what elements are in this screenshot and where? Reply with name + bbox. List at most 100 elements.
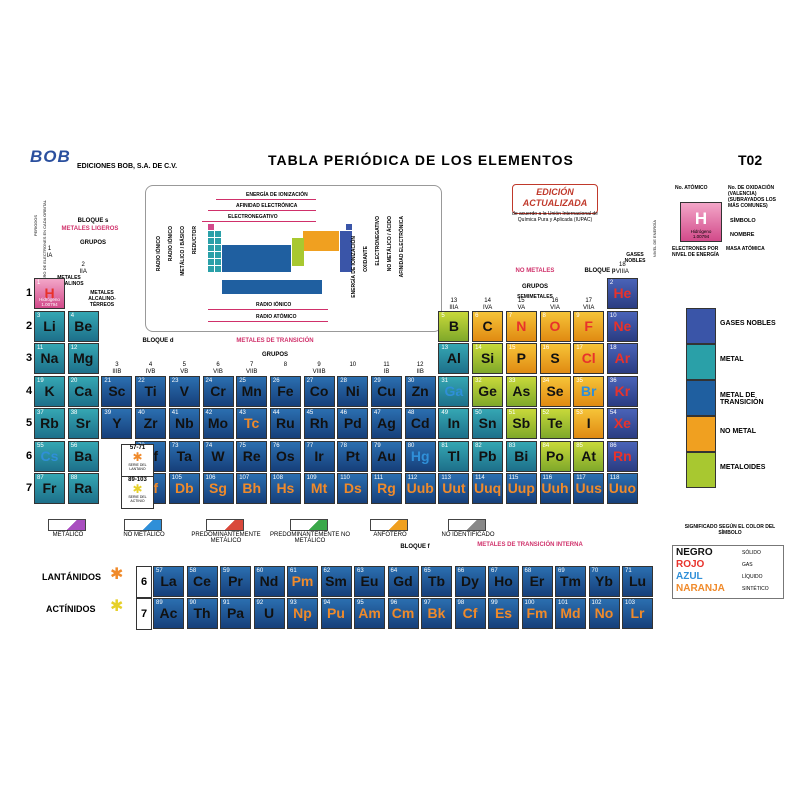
- element-cell[interactable]: 106Sg: [202, 473, 234, 504]
- element-cell[interactable]: 12Mg: [67, 343, 99, 374]
- element-cell[interactable]: 78Pt: [337, 440, 369, 472]
- element-cell[interactable]: 38Sr: [67, 408, 99, 439]
- element-cell[interactable]: 92U: [253, 598, 285, 629]
- element-cell[interactable]: 49In: [438, 408, 470, 439]
- element-cell[interactable]: 41Nb: [168, 408, 200, 439]
- element-cell[interactable]: 48Cd: [404, 408, 436, 439]
- element-cell[interactable]: 109Mt: [303, 473, 335, 504]
- element-cell[interactable]: 54Xe: [606, 408, 638, 439]
- element-cell[interactable]: 62Sm: [320, 566, 352, 597]
- element-cell[interactable]: 44Ru: [269, 408, 301, 439]
- element-cell[interactable]: 63Eu: [354, 566, 385, 597]
- element-cell[interactable]: 24Cr: [202, 375, 234, 407]
- element-cell[interactable]: 13Al: [438, 343, 470, 374]
- element-cell[interactable]: 114Uuq: [472, 473, 504, 504]
- element-cell[interactable]: 88Ra: [67, 473, 99, 504]
- element-cell[interactable]: 60Nd: [253, 566, 285, 597]
- element-cell[interactable]: 79Au: [371, 440, 402, 472]
- element-cell[interactable]: 25Mn: [236, 375, 268, 407]
- element-cell[interactable]: 105Db: [168, 473, 200, 504]
- element-cell[interactable]: 9F: [573, 310, 605, 342]
- element-cell[interactable]: 40Zr: [135, 408, 167, 439]
- element-cell[interactable]: 30Zn: [404, 375, 436, 407]
- element-cell[interactable]: 76Os: [269, 440, 301, 472]
- element-cell[interactable]: 74W: [202, 440, 234, 472]
- element-cell[interactable]: 39Y: [101, 408, 133, 439]
- element-cell[interactable]: 4Be: [67, 310, 99, 342]
- element-cell[interactable]: 2He: [606, 278, 638, 309]
- element-cell[interactable]: 101Md: [555, 598, 586, 629]
- element-cell[interactable]: 42Mo: [202, 408, 234, 439]
- element-cell[interactable]: 15P: [505, 343, 537, 374]
- element-cell[interactable]: 100Fm: [521, 598, 553, 629]
- element-cell[interactable]: 65Tb: [421, 566, 452, 597]
- element-cell[interactable]: 64Gd: [387, 566, 419, 597]
- element-cell[interactable]: 107Bh: [236, 473, 268, 504]
- element-cell[interactable]: 89Ac: [153, 598, 184, 629]
- element-cell[interactable]: 23V: [168, 375, 200, 407]
- element-cell[interactable]: 70Yb: [588, 566, 620, 597]
- element-cell[interactable]: 5B: [438, 310, 470, 342]
- element-cell[interactable]: 34Se: [539, 375, 571, 407]
- element-cell[interactable]: 66Dy: [454, 566, 486, 597]
- element-cell[interactable]: 1HHidrógeno1.00794: [34, 278, 65, 309]
- element-cell[interactable]: 14Si: [472, 343, 504, 374]
- element-cell[interactable]: 80Hg: [404, 440, 436, 472]
- element-cell[interactable]: 77Ir: [303, 440, 335, 472]
- element-cell[interactable]: 73Ta: [168, 440, 200, 472]
- element-cell[interactable]: 95Am: [354, 598, 385, 629]
- element-cell[interactable]: 85At: [573, 440, 605, 472]
- element-cell[interactable]: 16S: [539, 343, 571, 374]
- element-cell[interactable]: 46Pd: [337, 408, 369, 439]
- element-cell[interactable]: 51Sb: [505, 408, 537, 439]
- element-cell[interactable]: 52Te: [539, 408, 571, 439]
- element-cell[interactable]: 90Th: [186, 598, 218, 629]
- element-cell[interactable]: 61Pm: [287, 566, 318, 597]
- element-cell[interactable]: 37Rb: [34, 408, 65, 439]
- element-cell[interactable]: 31Ga: [438, 375, 470, 407]
- element-cell[interactable]: 3Li: [34, 310, 65, 342]
- element-cell[interactable]: 83Bi: [505, 440, 537, 472]
- element-cell[interactable]: 27Co: [303, 375, 335, 407]
- element-cell[interactable]: 69Tm: [555, 566, 586, 597]
- element-cell[interactable]: 102No: [588, 598, 620, 629]
- element-cell[interactable]: 43Tc: [236, 408, 268, 439]
- element-cell[interactable]: 57La: [153, 566, 184, 597]
- element-cell[interactable]: 11Na: [34, 343, 65, 374]
- element-cell[interactable]: 94Pu: [320, 598, 352, 629]
- element-cell[interactable]: 21Sc: [101, 375, 133, 407]
- element-cell[interactable]: 28Ni: [337, 375, 369, 407]
- element-cell[interactable]: 98Cf: [454, 598, 486, 629]
- element-cell[interactable]: 91Pa: [220, 598, 251, 629]
- element-cell[interactable]: 87Fr: [34, 473, 65, 504]
- element-cell[interactable]: 59Pr: [220, 566, 251, 597]
- element-cell[interactable]: 75Re: [236, 440, 268, 472]
- element-cell[interactable]: 71Lu: [622, 566, 653, 597]
- element-cell[interactable]: 8O: [539, 310, 571, 342]
- element-cell[interactable]: 116Uuh: [539, 473, 571, 504]
- element-cell[interactable]: 82Pb: [472, 440, 504, 472]
- element-cell[interactable]: 118Uuo: [606, 473, 638, 504]
- element-cell[interactable]: 81Tl: [438, 440, 470, 472]
- element-cell[interactable]: 97Bk: [421, 598, 452, 629]
- element-cell[interactable]: 112Uub: [404, 473, 436, 504]
- element-cell[interactable]: 86Rn: [606, 440, 638, 472]
- element-cell[interactable]: 19K: [34, 375, 65, 407]
- element-cell[interactable]: 7N: [505, 310, 537, 342]
- element-cell[interactable]: 99Es: [488, 598, 519, 629]
- element-cell[interactable]: 26Fe: [269, 375, 301, 407]
- element-cell[interactable]: 115Uup: [505, 473, 537, 504]
- element-cell[interactable]: 93Np: [287, 598, 318, 629]
- element-cell[interactable]: 20Ca: [67, 375, 99, 407]
- element-cell[interactable]: 67Ho: [488, 566, 519, 597]
- element-cell[interactable]: 58Ce: [186, 566, 218, 597]
- element-cell[interactable]: 6C: [472, 310, 504, 342]
- element-cell[interactable]: 10Ne: [606, 310, 638, 342]
- element-cell[interactable]: 17Cl: [573, 343, 605, 374]
- element-cell[interactable]: 35Br: [573, 375, 605, 407]
- element-cell[interactable]: 110Ds: [337, 473, 369, 504]
- element-cell[interactable]: 113Uut: [438, 473, 470, 504]
- element-cell[interactable]: 103Lr: [622, 598, 653, 629]
- element-cell[interactable]: 111Rg: [371, 473, 402, 504]
- element-cell[interactable]: 32Ge: [472, 375, 504, 407]
